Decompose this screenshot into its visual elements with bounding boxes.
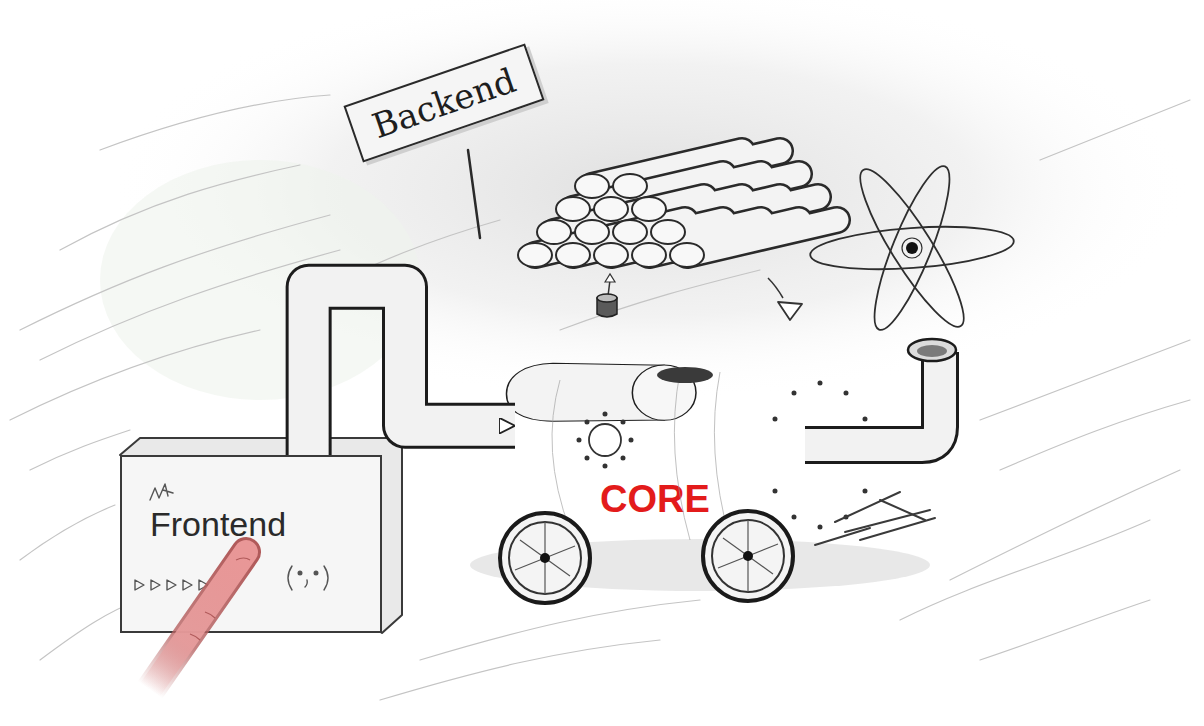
node-label: Backend [368, 63, 520, 144]
atom-orbit [861, 159, 962, 336]
core-hatch [657, 367, 713, 383]
feed-line [768, 278, 783, 298]
wire-stroke [880, 500, 925, 520]
atom-symbol [809, 159, 1015, 336]
atom-nucleus [906, 242, 918, 254]
ground-wires [815, 492, 935, 545]
wheel-tyre [703, 511, 793, 601]
left-wheel [500, 513, 590, 603]
scribble [380, 640, 660, 700]
pipe-hole [917, 345, 947, 357]
rivets [773, 381, 875, 530]
background-scribbles [10, 95, 1190, 700]
scribble [980, 340, 1190, 420]
wire-stroke [845, 510, 930, 532]
exhaust-pipe [805, 352, 940, 445]
log-pile [518, 151, 837, 267]
scribble [560, 270, 760, 330]
scribble [60, 165, 300, 250]
feed-arrow [778, 302, 802, 320]
scribble [10, 330, 260, 420]
wheel-hub [743, 551, 753, 561]
node-label: CORE [600, 480, 710, 518]
shade-line [714, 372, 730, 540]
scribble [100, 95, 330, 150]
fuel-cup [597, 274, 617, 317]
scribble [420, 600, 700, 660]
right-wheel [703, 511, 793, 601]
wheel-spokes [718, 520, 778, 592]
scribble [30, 430, 130, 470]
ground-shadow [470, 539, 930, 591]
scribble [20, 215, 330, 330]
scribble [980, 600, 1150, 660]
capsule-outline [505, 362, 697, 422]
wire-stroke [815, 528, 870, 545]
pipe-inner [309, 287, 515, 455]
wheel-rim [712, 520, 784, 592]
finger-outline [150, 552, 246, 690]
capsule-end [632, 365, 696, 420]
core-machine: CORE [505, 362, 885, 544]
screen-doodles [135, 484, 328, 590]
body-shading [552, 372, 730, 540]
atom-orbit [846, 159, 977, 336]
pipe-opening [908, 339, 956, 361]
wheel-tyre [500, 513, 590, 603]
pipe-group [309, 287, 515, 455]
log-ends [518, 174, 704, 267]
scribble [1040, 100, 1190, 160]
doodle-face [288, 566, 328, 590]
exhaust-pipe-outline [805, 352, 940, 445]
pipe-connector [309, 287, 515, 455]
gauge-dots [577, 412, 634, 469]
scribble [1000, 400, 1190, 470]
doodle-eye [314, 571, 318, 575]
wire-stroke [860, 518, 935, 540]
cup-top [597, 294, 617, 302]
sign-board: Backend [343, 43, 544, 162]
wheel-hub [540, 553, 550, 563]
wheel-rim [509, 522, 581, 594]
doodle-eye [298, 571, 302, 575]
shade-line [674, 372, 690, 540]
screen-depth [120, 438, 402, 633]
screen-box: Frontend [120, 455, 382, 633]
wheel-spokes [515, 522, 575, 594]
finger-lines [190, 558, 250, 640]
node-label: Frontend [150, 507, 286, 541]
cup-arrow [605, 274, 615, 282]
doodle-mark [150, 484, 173, 500]
atom-halo [902, 238, 922, 258]
atom-orbit [809, 221, 1015, 275]
scribble [20, 505, 115, 560]
wire-stroke [835, 492, 900, 522]
core-gauge [589, 424, 621, 456]
scribble [900, 520, 1150, 620]
shade-line [552, 380, 570, 530]
doodle-triangles [135, 580, 208, 590]
scribble [950, 470, 1180, 580]
pointing-finger [150, 552, 246, 690]
sign-post [468, 150, 480, 238]
